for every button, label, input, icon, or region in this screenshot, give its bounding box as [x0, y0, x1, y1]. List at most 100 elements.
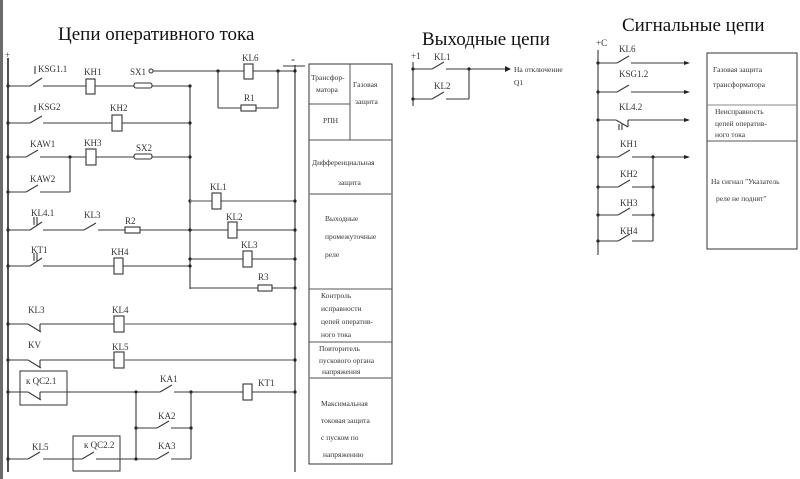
label-kh4: KH4 [111, 247, 129, 257]
label-kl4-2-sig: KL4.2 [619, 102, 642, 112]
label-ka1: KA1 [160, 374, 178, 384]
legend-overcurrent-2: токовая защита [321, 416, 370, 425]
coil-kt1 [242, 383, 253, 401]
label-kh2: KH2 [110, 103, 128, 113]
label-kl3-a: KL3 [84, 210, 101, 220]
legend-output-relays-1: Выходные [325, 214, 359, 223]
title-output: Выходные цепи [422, 29, 550, 50]
contact-kl4-1 [29, 221, 43, 231]
coil-kh4 [113, 257, 124, 275]
label-qc2-1: к QC2.1 [26, 376, 56, 386]
contact-kl3-a [83, 222, 97, 231]
arrow-q1-icon [505, 66, 511, 72]
legend-control-1: Контроль [321, 291, 352, 300]
resistor-r1 [240, 104, 257, 112]
legend-control-2: исправности [321, 304, 362, 313]
output-plus-label: +1 [411, 51, 421, 61]
contact-ksg1-1 [29, 77, 43, 87]
contact-qc2-1 [27, 391, 42, 401]
label-kl3-c: KL3 [28, 305, 45, 315]
signal-legend-fault-1: Неисправность [715, 107, 764, 116]
label-sx1: SX1 [130, 67, 146, 77]
contact-kh4-sig [617, 233, 631, 242]
label-kl4-1: KL4.1 [31, 208, 54, 218]
contact-kaw2 [25, 184, 39, 193]
signal-legend: Газовая защита трансформатора Неисправно… [706, 52, 798, 250]
signal-plus-label: +C [596, 38, 607, 48]
label-kl3-b: KL3 [241, 240, 258, 250]
legend-gas-1: Газовая [353, 80, 378, 89]
title-operative: Цепи оперативного тока [58, 24, 255, 45]
coil-kl3 [242, 250, 253, 268]
contact-kh3-sig [617, 207, 631, 216]
row-ka2: KA2 [134, 392, 193, 459]
minus-label: - [291, 52, 295, 66]
label-ksg1-1: KSG1.1 [38, 64, 67, 74]
row-kaw: KAW1 KH3 SX2 KAW2 [6, 138, 192, 194]
contact-kaw1 [25, 149, 39, 158]
label-kl5-b: KL5 [32, 442, 49, 452]
label-kl2-out: KL2 [434, 81, 451, 91]
legend-overcurrent-1: Максимальная [321, 399, 368, 408]
contact-ksg1-2-sig [616, 84, 630, 93]
plus-label: + [5, 50, 10, 60]
legend-overcurrent-3: с пуском по [321, 433, 359, 442]
label-r3: R3 [258, 272, 269, 282]
legend-differential-2: защита [338, 178, 361, 187]
terminal-sx1 [148, 68, 154, 74]
legend-output-relays-3: реле [325, 250, 340, 259]
output-target-1: На отключение [514, 65, 563, 74]
label-ksg2: KSG2 [38, 102, 61, 112]
contact-kl2-out [431, 91, 445, 100]
legend-repeater-2: пускового органа [319, 356, 375, 365]
row-kl5: KL5 к QC2.2 KA3 [6, 435, 191, 472]
label-kl5-a: KL5 [112, 342, 129, 352]
coil-kl6 [243, 63, 254, 80]
label-sx2: SX2 [136, 143, 152, 153]
label-ka2: KA2 [158, 411, 176, 421]
box-qc2-2 [72, 435, 121, 472]
coil-kh3 [85, 148, 97, 166]
label-r1: R1 [244, 93, 255, 103]
label-kh4-sig: KH4 [620, 226, 638, 236]
fuse-sx2 [133, 153, 153, 160]
row-kv: KV KL5 [6, 340, 297, 369]
fuse-sx1 [133, 82, 153, 89]
legend-output-relays-2: промежуточные [325, 232, 377, 241]
signal-legend-indicator-2: реле не поднят" [716, 194, 766, 203]
legend-gas-2: защита [355, 97, 378, 106]
left-border [0, 0, 3, 479]
kl6-r1-group: KL6 R1 [216, 53, 297, 112]
row-qc2-1: к QC2.1 KA1 KT1 [6, 370, 297, 406]
label-kl1: KL1 [210, 182, 227, 192]
coil-kl1 [211, 192, 222, 210]
legend-rpn: РПН [323, 116, 339, 125]
label-ksg1-2-sig: KSG1.2 [619, 69, 648, 79]
coil-kh2 [111, 114, 123, 132]
contact-kl5-b [27, 451, 41, 460]
contact-ka2 [156, 420, 170, 429]
label-kh3: KH3 [84, 138, 102, 148]
label-r2: R2 [125, 216, 136, 226]
output-target-2: Q1 [514, 78, 523, 87]
signal-legend-fault-3: ного тока [715, 130, 746, 139]
legend-overcurrent-4: напряжению [323, 450, 364, 459]
operative-legend: Трансфор- матора Газовая защита РПН Дифф… [308, 63, 393, 465]
signal-legend-gas-2: трансформатора [713, 80, 766, 89]
label-kt1-b: KT1 [258, 378, 275, 388]
row-kl4-1: KL4.1 KL3 R2 KL2 [6, 208, 297, 239]
legend-transformer-1: Трансфор- [311, 73, 345, 82]
contact-kv [27, 359, 42, 369]
contact-ka3 [156, 451, 170, 460]
operative-circuits: + - KSG1.1 KH1 SX1 [5, 50, 305, 472]
label-kl2: KL2 [226, 212, 243, 222]
resistor-r3 [257, 284, 273, 292]
output-circuits: +1 KL1 KL2 На отключение Q1 [411, 51, 563, 106]
contact-qc2-2 [81, 451, 95, 460]
contact-kl4-2-sig [615, 119, 629, 128]
label-kl1-out: KL1 [434, 52, 451, 62]
row-kt1: KT1 KH4 KL3 R3 [6, 240, 297, 292]
signal-circuits: +C KL6 KSG1.2 KL4.2 KH1 [596, 38, 690, 255]
label-kl4: KL4 [112, 305, 129, 315]
